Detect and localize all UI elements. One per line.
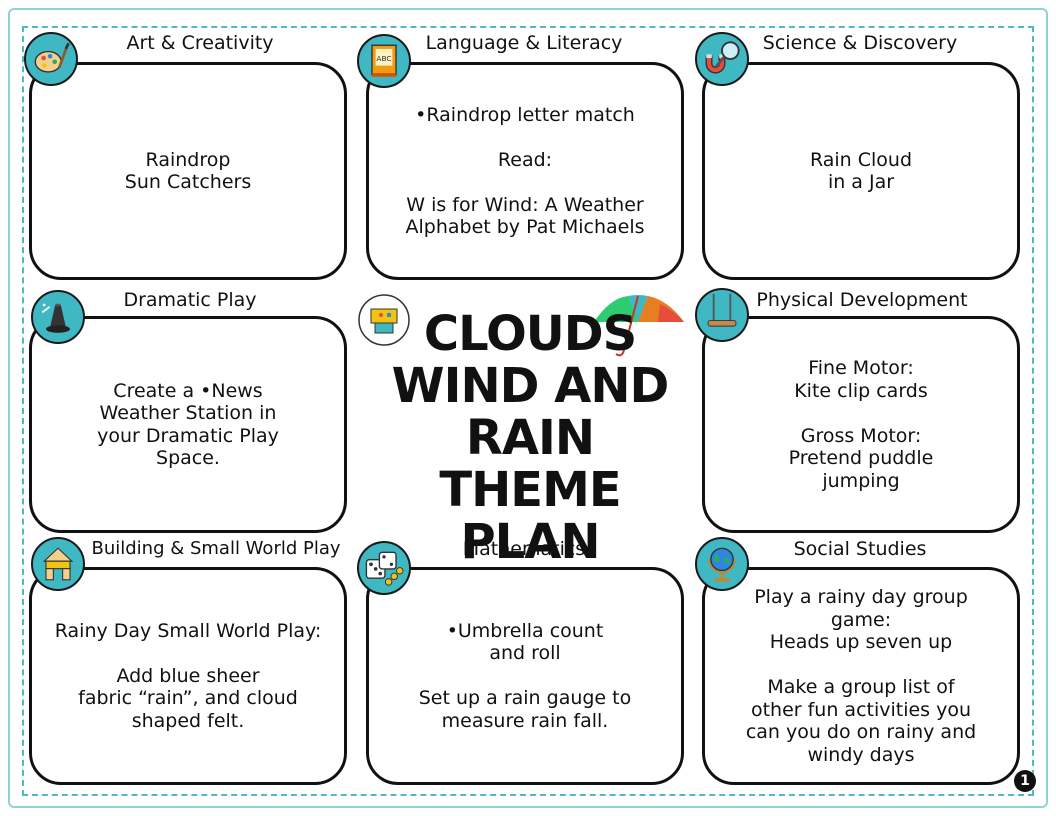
section-title: Physical Development xyxy=(756,289,968,311)
section-title: Mathematics xyxy=(462,538,586,560)
section-title: Social Studies xyxy=(793,538,927,560)
swing-icon xyxy=(695,288,749,342)
section-title: Language & Literacy xyxy=(425,32,623,54)
magnet-magnifier-icon xyxy=(695,32,749,86)
box-content: Create a •News Weather Station in your D… xyxy=(97,379,279,470)
box-content: Play a rainy day group game: Heads up se… xyxy=(745,586,977,766)
globe-icon xyxy=(695,537,749,591)
title-line: WIND AND xyxy=(391,358,670,414)
title-line: THEME PLAN xyxy=(439,462,621,570)
box-dramatic-play: Create a •News Weather Station in your D… xyxy=(29,316,347,533)
title-line: CLOUDS xyxy=(423,306,637,362)
magic-hat-icon xyxy=(31,290,85,344)
palette-icon xyxy=(24,32,78,86)
box-building-small-world: Rainy Day Small World Play: Add blue she… xyxy=(29,567,347,785)
section-title: Art & Creativity xyxy=(126,32,274,54)
section-title: Science & Discovery xyxy=(762,32,958,54)
box-language-literacy: •Raindrop letter match Read: W is for Wi… xyxy=(366,62,684,280)
box-content: Fine Motor: Kite clip cards Gross Motor:… xyxy=(788,357,934,492)
title-line: RAIN xyxy=(465,410,595,466)
box-content: Rainy Day Small World Play: Add blue she… xyxy=(54,619,322,732)
box-social-studies: Play a rainy day group game: Heads up se… xyxy=(702,567,1020,785)
svg-text:ABC: ABC xyxy=(376,54,391,63)
blocks-icon xyxy=(31,537,85,591)
umbrella-icon xyxy=(588,288,688,364)
page-dashed-border xyxy=(22,26,1034,796)
box-physical-development: Fine Motor: Kite clip cards Gross Motor:… xyxy=(702,316,1020,533)
box-art-creativity: Raindrop Sun Catchers xyxy=(29,62,347,280)
box-science-discovery: Rain Cloud in a Jar xyxy=(702,62,1020,280)
page-number-badge: 1 xyxy=(1014,770,1036,792)
theme-plan-title: CLOUDS WIND AND RAIN THEME PLAN xyxy=(380,308,680,568)
section-title: Building & Small World Play xyxy=(91,538,341,559)
abc-book-icon: ABC xyxy=(357,34,411,88)
brand-logo-icon xyxy=(357,293,411,347)
box-content: Raindrop Sun Catchers xyxy=(124,148,252,194)
box-content: •Umbrella count and roll Set up a rain g… xyxy=(418,619,632,732)
dice-icon xyxy=(357,541,411,595)
box-content: Rain Cloud in a Jar xyxy=(809,148,913,194)
box-mathematics: •Umbrella count and roll Set up a rain g… xyxy=(366,567,684,785)
section-title: Dramatic Play xyxy=(123,289,257,311)
box-content: •Raindrop letter match Read: W is for Wi… xyxy=(405,103,645,239)
page-frame xyxy=(8,8,1048,808)
